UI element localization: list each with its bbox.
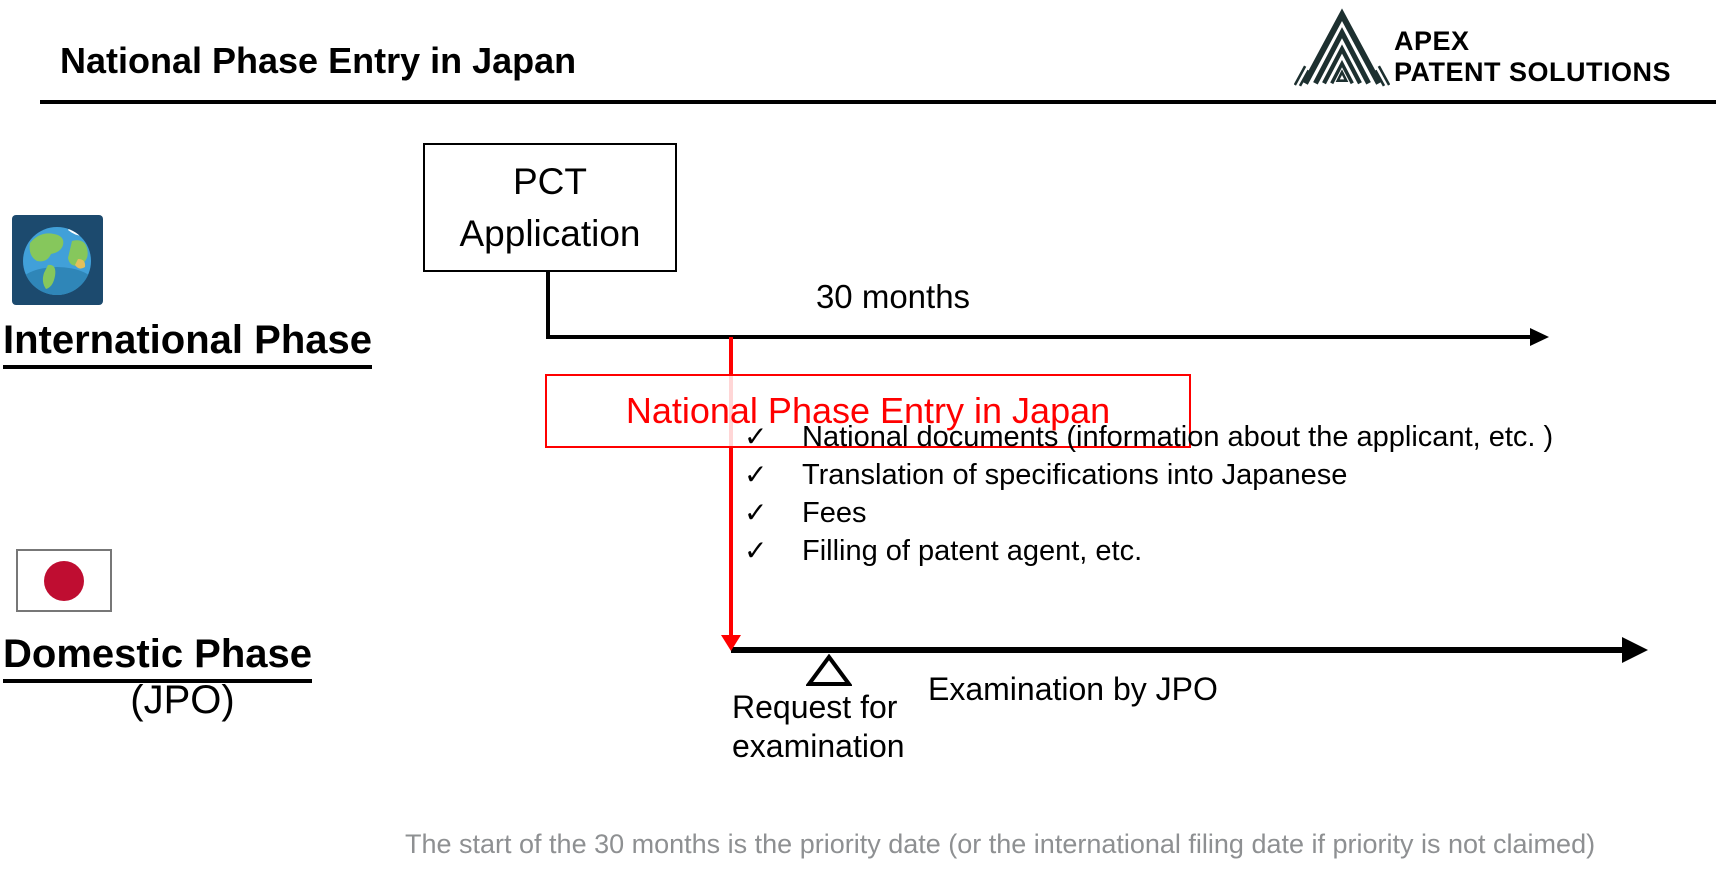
domestic-timeline-arrowhead-icon bbox=[1622, 637, 1648, 663]
list-item: ✓ National documents (information about … bbox=[744, 420, 1553, 458]
logo-line2: PATENT SOLUTIONS bbox=[1394, 57, 1671, 87]
domestic-timeline-line bbox=[731, 647, 1624, 653]
entry-label: National Phase Entry in Japan bbox=[625, 390, 1111, 431]
requirements-list: ✓ National documents (information about … bbox=[744, 420, 1553, 572]
request-label-line1: Request for bbox=[732, 689, 898, 725]
request-label-line2: examination bbox=[732, 728, 905, 764]
flag-sun-circle bbox=[44, 560, 84, 601]
list-item-text: Filling of patent agent, etc. bbox=[802, 535, 1143, 567]
check-icon: ✓ bbox=[744, 497, 768, 528]
domestic-phase-sublabel: (JPO) bbox=[130, 678, 235, 722]
pct-application-box: PCT Application bbox=[423, 143, 677, 272]
domestic-phase-label: Domestic Phase bbox=[3, 632, 313, 683]
japan-flag-icon bbox=[16, 549, 112, 612]
international-phase-label: International Phase bbox=[3, 318, 372, 369]
pct-box-line1: PCT bbox=[513, 160, 587, 202]
international-timeline-arrowhead-icon bbox=[1530, 328, 1549, 346]
list-item-text: Fees bbox=[802, 497, 867, 529]
entry-arrowhead-icon bbox=[721, 635, 741, 651]
examination-by-jpo-label: Examination by JPO bbox=[928, 671, 1218, 707]
list-item: ✓ Fees bbox=[744, 496, 1553, 534]
request-marker-triangle-icon bbox=[805, 653, 853, 687]
logo-wordmark: APEX PATENT SOLUTIONS bbox=[1394, 26, 1671, 88]
page-title: National Phase Entry in Japan bbox=[60, 40, 577, 81]
pct-box-line2: Application bbox=[459, 212, 641, 254]
request-for-examination-label: Request for examination bbox=[732, 688, 905, 766]
logo-line1: APEX bbox=[1394, 26, 1470, 56]
title-underline-rule bbox=[40, 100, 1716, 104]
check-icon: ✓ bbox=[744, 535, 768, 566]
entry-arrow-line bbox=[729, 337, 733, 637]
apex-mountain-icon bbox=[1293, 8, 1391, 90]
list-item-text: National documents (information about th… bbox=[802, 421, 1554, 453]
duration-label: 30 months bbox=[815, 278, 971, 315]
list-item: ✓ Filling of patent agent, etc. bbox=[744, 534, 1553, 572]
pct-connector-line bbox=[546, 270, 550, 337]
check-icon: ✓ bbox=[744, 459, 768, 490]
entry-label-box: National Phase Entry in Japan bbox=[545, 374, 1191, 448]
list-item-text: Translation of specifications into Japan… bbox=[802, 459, 1348, 491]
list-item: ✓ Translation of specifications into Jap… bbox=[744, 458, 1553, 496]
footnote: The start of the 30 months is the priori… bbox=[405, 829, 1596, 859]
globe-icon bbox=[12, 215, 103, 305]
international-timeline-line bbox=[546, 335, 1532, 339]
check-icon: ✓ bbox=[744, 421, 768, 452]
